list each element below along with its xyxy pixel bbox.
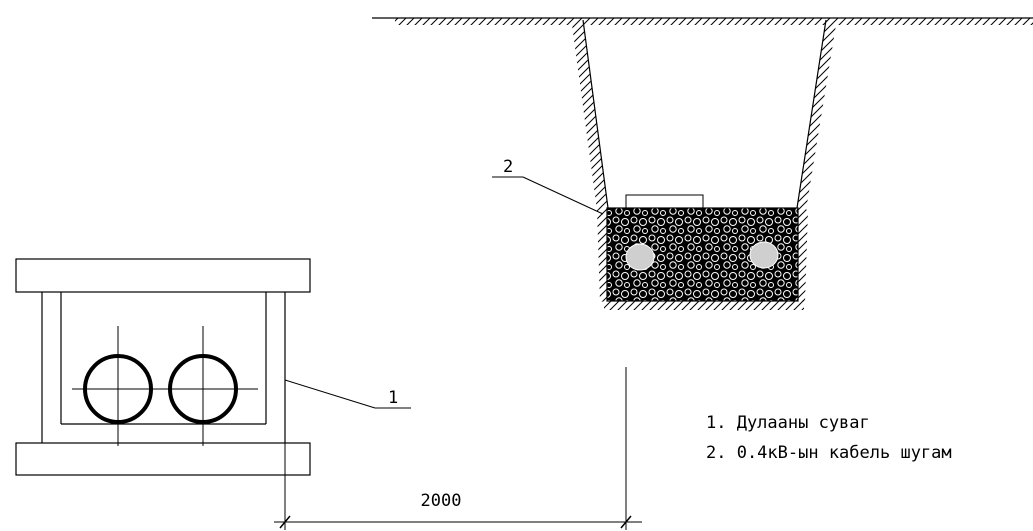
channel-bottom-slab (15, 442, 311, 476)
cover-plate (625, 194, 704, 209)
callout-2: 2 (492, 157, 604, 215)
callout-2-label: 2 (503, 157, 513, 177)
pipe-right (168, 354, 238, 424)
cable-right (749, 241, 779, 269)
legend-item-1: 1. Дулааны сувaг (706, 413, 870, 433)
legend-item-2: 2. 0.4кВ-ын кабель шугам (706, 443, 952, 463)
pipe-left (83, 354, 153, 424)
channel-top-slab (15, 258, 311, 293)
cable-backfill (606, 207, 799, 302)
callout-1: 1 (284, 379, 411, 409)
cable-left (625, 243, 655, 271)
channel-section (15, 258, 311, 530)
legend: 1. Дулааны сувaг 2. 0.4кВ-ын кабель шуга… (706, 413, 952, 463)
dimension-2000: 2000 (274, 367, 642, 530)
callout-1-label: 1 (388, 388, 398, 408)
dimension-value: 2000 (421, 491, 462, 511)
ground-surface (372, 17, 1033, 25)
trench-walls (572, 19, 836, 310)
pipes (72, 326, 258, 446)
